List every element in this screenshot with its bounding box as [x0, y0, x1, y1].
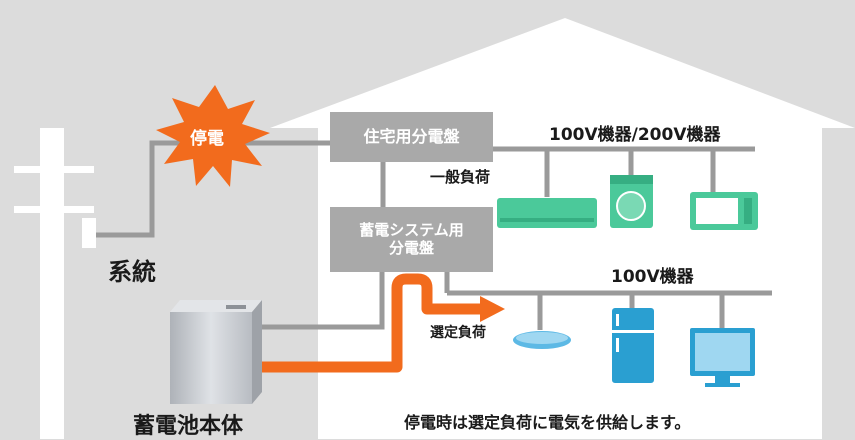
house-panel-text: 住宅用分電盤	[363, 126, 460, 146]
starburst-icon	[156, 85, 270, 187]
grid-label: 系統	[108, 258, 156, 286]
storage-panel-text-2: 分電盤	[388, 238, 434, 257]
washing-machine-icon	[610, 175, 653, 228]
refrigerator-icon	[612, 308, 654, 383]
house-wiring	[247, 146, 772, 330]
caption: 停電時は選定負荷に電気を供給します。	[404, 413, 691, 432]
microwave-icon	[690, 192, 758, 230]
battery-unit-label: 蓄電池本体	[133, 414, 244, 439]
appliances-100-label: 100V機器	[611, 267, 694, 287]
appliances-100-200-label: 100V機器/200V機器	[549, 125, 721, 145]
utility-pole-icon	[14, 128, 96, 439]
storage-panel-label: 蓄電システム用 分電盤	[330, 207, 493, 272]
storage-panel-text-1: 蓄電システム用	[359, 221, 464, 240]
power-flow-arrow	[250, 273, 482, 373]
house-panel-label: 住宅用分電盤	[330, 112, 493, 162]
television-icon	[690, 328, 755, 387]
power-flow-arrowhead	[480, 296, 505, 322]
ceiling-light-icon	[513, 331, 571, 349]
selected-load-label: 選定負荷	[430, 325, 486, 341]
blackout-label: 停電	[190, 129, 224, 149]
battery-unit-icon	[170, 300, 262, 404]
general-load-label: 一般負荷	[430, 168, 491, 186]
air-conditioner-icon	[497, 198, 597, 228]
